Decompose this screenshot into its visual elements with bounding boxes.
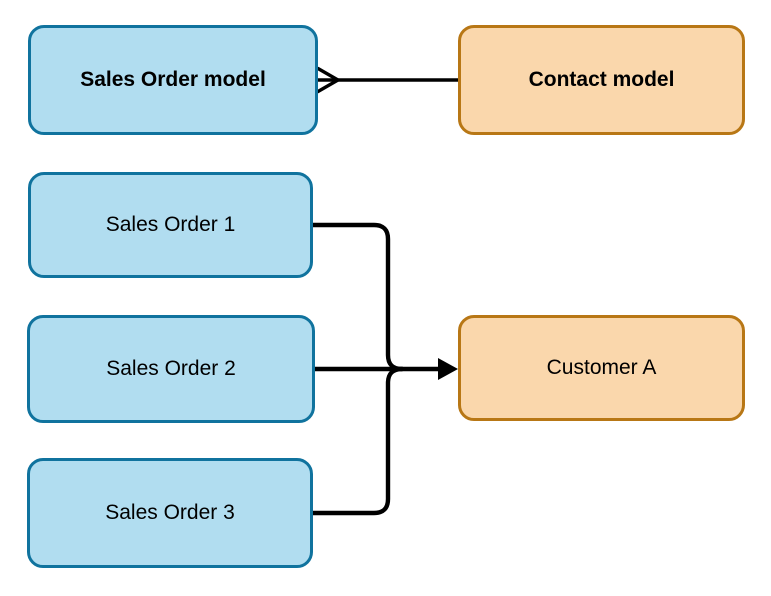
node-sales-order-3: Sales Order 3	[27, 458, 313, 568]
node-label: Customer A	[546, 356, 657, 380]
arrowhead-icon	[438, 358, 458, 380]
node-label: Sales Order model	[80, 68, 266, 92]
node-label: Contact model	[528, 68, 675, 92]
crow-foot-many-icon	[316, 66, 342, 94]
node-label: Sales Order 1	[105, 213, 236, 237]
node-label: Sales Order 2	[106, 357, 236, 381]
node-sales-order-1: Sales Order 1	[28, 172, 313, 278]
node-sales-order-model: Sales Order model	[28, 25, 318, 135]
node-contact-model: Contact model	[458, 25, 745, 135]
connector-sales-order-3	[310, 366, 405, 516]
node-customer-a: Customer A	[458, 315, 745, 421]
connector-sales-order-1	[310, 222, 405, 372]
node-sales-order-2: Sales Order 2	[27, 315, 315, 423]
node-label: Sales Order 3	[105, 501, 235, 525]
